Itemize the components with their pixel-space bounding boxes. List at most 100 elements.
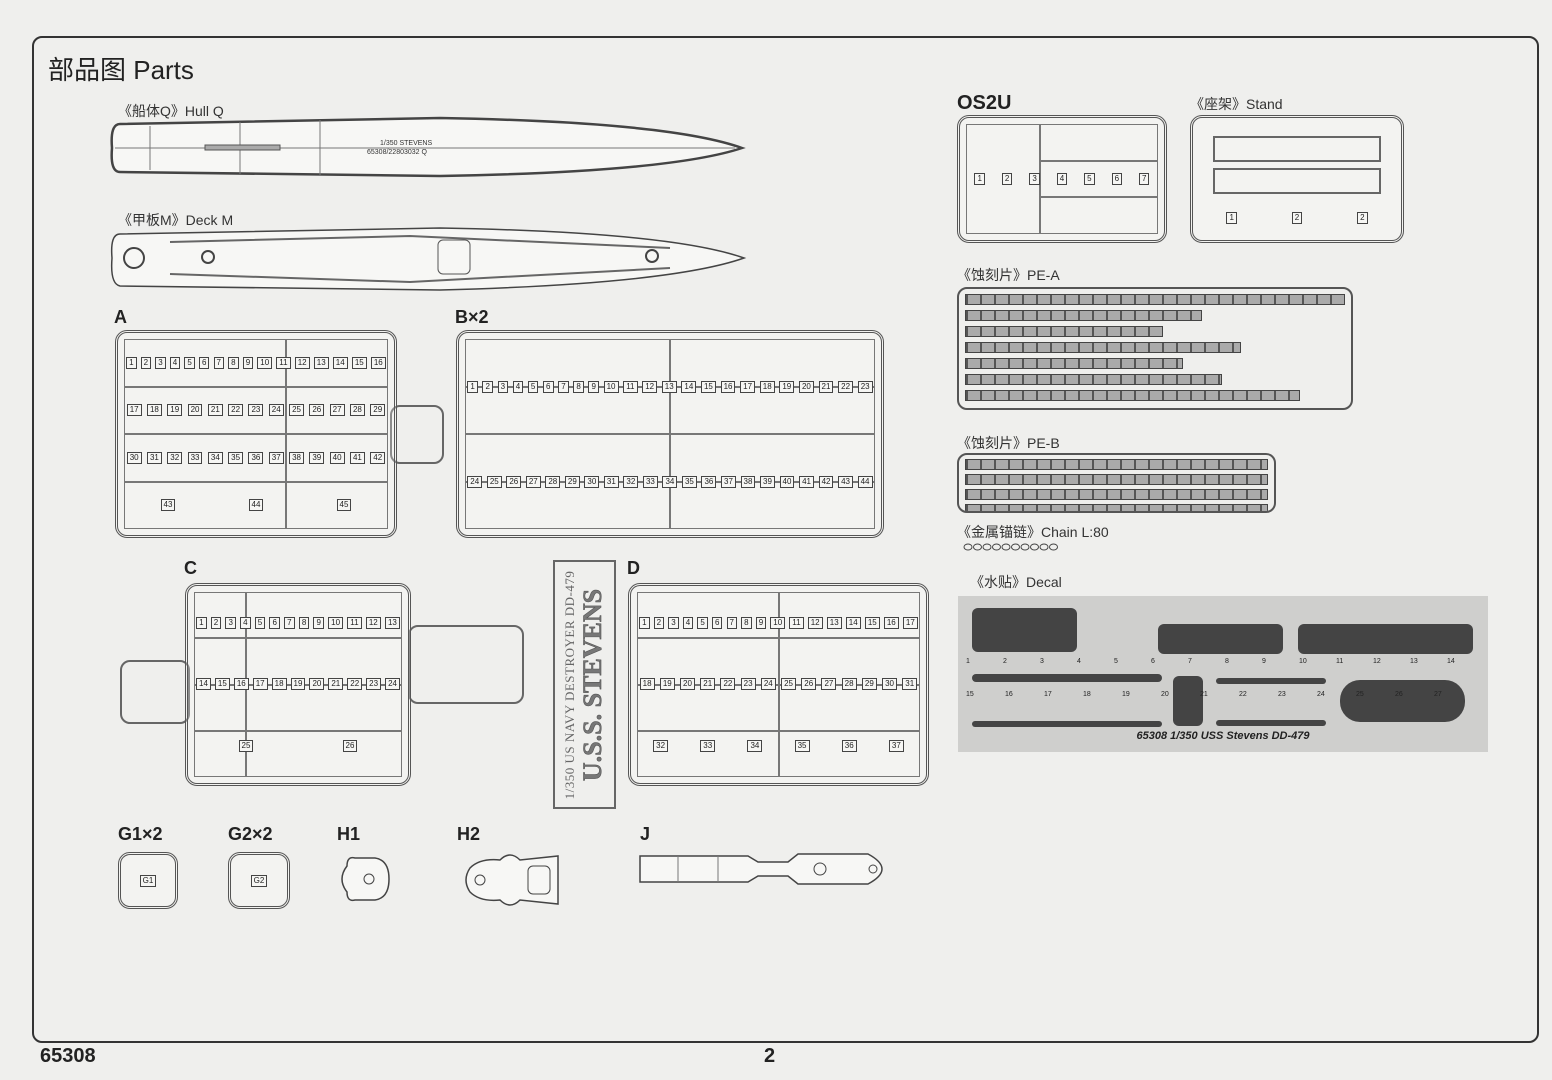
part-number-tag: 18 [271, 678, 287, 691]
part-j-label: J [640, 824, 651, 844]
sprue-g2: G2 [228, 852, 290, 909]
chain-link [1011, 543, 1020, 551]
part-number-tag: 20 [309, 678, 325, 691]
part-number-tag: 2 [140, 356, 152, 369]
part-number-tag: 20 [187, 404, 203, 417]
decal-box-line-1: 1/350 US NAVY DESTROYER DD-479 [561, 570, 577, 799]
part-number-tag: 14 [681, 380, 697, 393]
part-number-tag: 4 [512, 380, 524, 393]
part-number-tag: 27 [821, 678, 837, 691]
part-number-tag: 26 [801, 678, 817, 691]
chain-link [1039, 543, 1049, 551]
decal-number: 17 [1044, 691, 1052, 698]
part-number-tag: 37 [721, 475, 736, 488]
part-number-tag: 11 [347, 616, 362, 629]
decal-number: 5 [1114, 658, 1118, 665]
part-number-tag: 6 [711, 616, 723, 629]
sprue-g1: G1 [118, 852, 178, 909]
decal-number: 26 [1395, 691, 1403, 698]
chain-link [1030, 543, 1039, 551]
part-number-tag: 40 [329, 451, 345, 464]
part-number-tag: 25 [238, 740, 254, 753]
chain-label: 《金属锚链》Chain L:80 [957, 524, 1109, 540]
decal-number: 8 [1225, 658, 1229, 665]
part-number-tag: 6 [543, 380, 554, 393]
part-number-tag: 5 [527, 380, 539, 393]
part-number-tag: 24 [760, 678, 776, 691]
decal-sheet-title: 65308 1/350 USS Stevens DD-479 [1136, 730, 1310, 742]
page-number: 2 [764, 1045, 776, 1067]
part-number-tag: 37 [888, 740, 904, 753]
part-number-tag: 28 [349, 404, 365, 417]
part-number-tag: 3 [155, 356, 166, 369]
part-number-tag: 13 [313, 356, 329, 369]
part-number-tag: 13 [661, 380, 677, 393]
part-number-tag: 39 [309, 451, 325, 464]
part-number-tag: 1 [126, 356, 137, 369]
part-number-tag: 3 [1029, 173, 1040, 185]
part-number-tag: 33 [187, 451, 203, 464]
decal-number: 4 [1077, 658, 1081, 665]
part-number-tag: 22 [347, 678, 363, 691]
part-number-tag: 4 [1056, 173, 1068, 185]
part-number-tag: 22 [720, 678, 736, 691]
part-number-tag: 10 [603, 380, 619, 393]
part-number-tag: G1 [139, 874, 157, 887]
part-number-tag: 28 [841, 678, 857, 691]
part-number-tag: 12 [642, 380, 658, 393]
decal-number: 12 [1373, 658, 1381, 665]
part-number-tag: 2 [653, 616, 665, 629]
part-number-tag: 23 [740, 678, 756, 691]
part-number-tag: 25 [289, 404, 304, 417]
decal-number: 6 [1151, 658, 1155, 665]
part-number-tag: 1 [196, 616, 207, 629]
part-number-tag: 8 [298, 616, 310, 629]
pe-a-fret [957, 287, 1353, 410]
part-number-tag: 32 [653, 740, 669, 753]
part-number-tag: 30 [126, 451, 142, 464]
part-number-tag: 9 [755, 616, 767, 629]
part-number-tag: 29 [370, 404, 386, 417]
part-number-tag: 16 [720, 380, 736, 393]
part-number-tag: 26 [506, 475, 522, 488]
decal-number: 2 [1003, 658, 1007, 665]
part-number-tag: 7 [558, 380, 569, 393]
sprue-a-label: A [114, 307, 127, 327]
part-number-tag: 23 [248, 404, 264, 417]
pe-b-fret [957, 453, 1276, 513]
part-number-tag: 18 [146, 404, 162, 417]
decal-box-line-2: U.S.S. STEVENS [577, 588, 607, 781]
decal-number: 9 [1262, 658, 1266, 665]
sprue-c-label: C [184, 558, 197, 578]
part-number-tag: 23 [366, 678, 382, 691]
hull-marking-2: 65308/22803032 Q [367, 149, 427, 156]
part-number-tag: 24 [467, 475, 483, 488]
sprue-c-left-loop [120, 660, 190, 724]
hull-marking-1: 1/350 STEVENS [380, 140, 433, 147]
part-number-tag: 42 [370, 451, 386, 464]
part-number-tag: 20 [680, 678, 695, 691]
part-number-tag: 31 [902, 678, 918, 691]
part-number-tag: 15 [700, 380, 716, 393]
chain-drawing [963, 543, 1058, 551]
part-number-tag: 17 [902, 616, 918, 629]
part-number-tag: 15 [351, 356, 367, 369]
part-number-tag: G2 [250, 874, 268, 887]
part-number-tag: 36 [841, 740, 857, 753]
pe-a-label: 《蚀刻片》PE-A [957, 267, 1060, 283]
part-number-tag: 4 [240, 616, 251, 629]
part-h1-drawing [341, 856, 390, 902]
decal-number: 10 [1299, 658, 1307, 665]
part-j-drawing [639, 853, 883, 885]
part-number-tag: 11 [276, 356, 291, 369]
part-number-tag: 30 [584, 475, 600, 488]
decal-number: 7 [1188, 658, 1192, 665]
part-number-tag: 15 [214, 678, 230, 691]
part-number-tag: 11 [789, 616, 804, 629]
part-h2-label: H2 [457, 824, 481, 844]
decal-number: 11 [1336, 658, 1344, 665]
page-title: 部品图 Parts [48, 55, 194, 85]
